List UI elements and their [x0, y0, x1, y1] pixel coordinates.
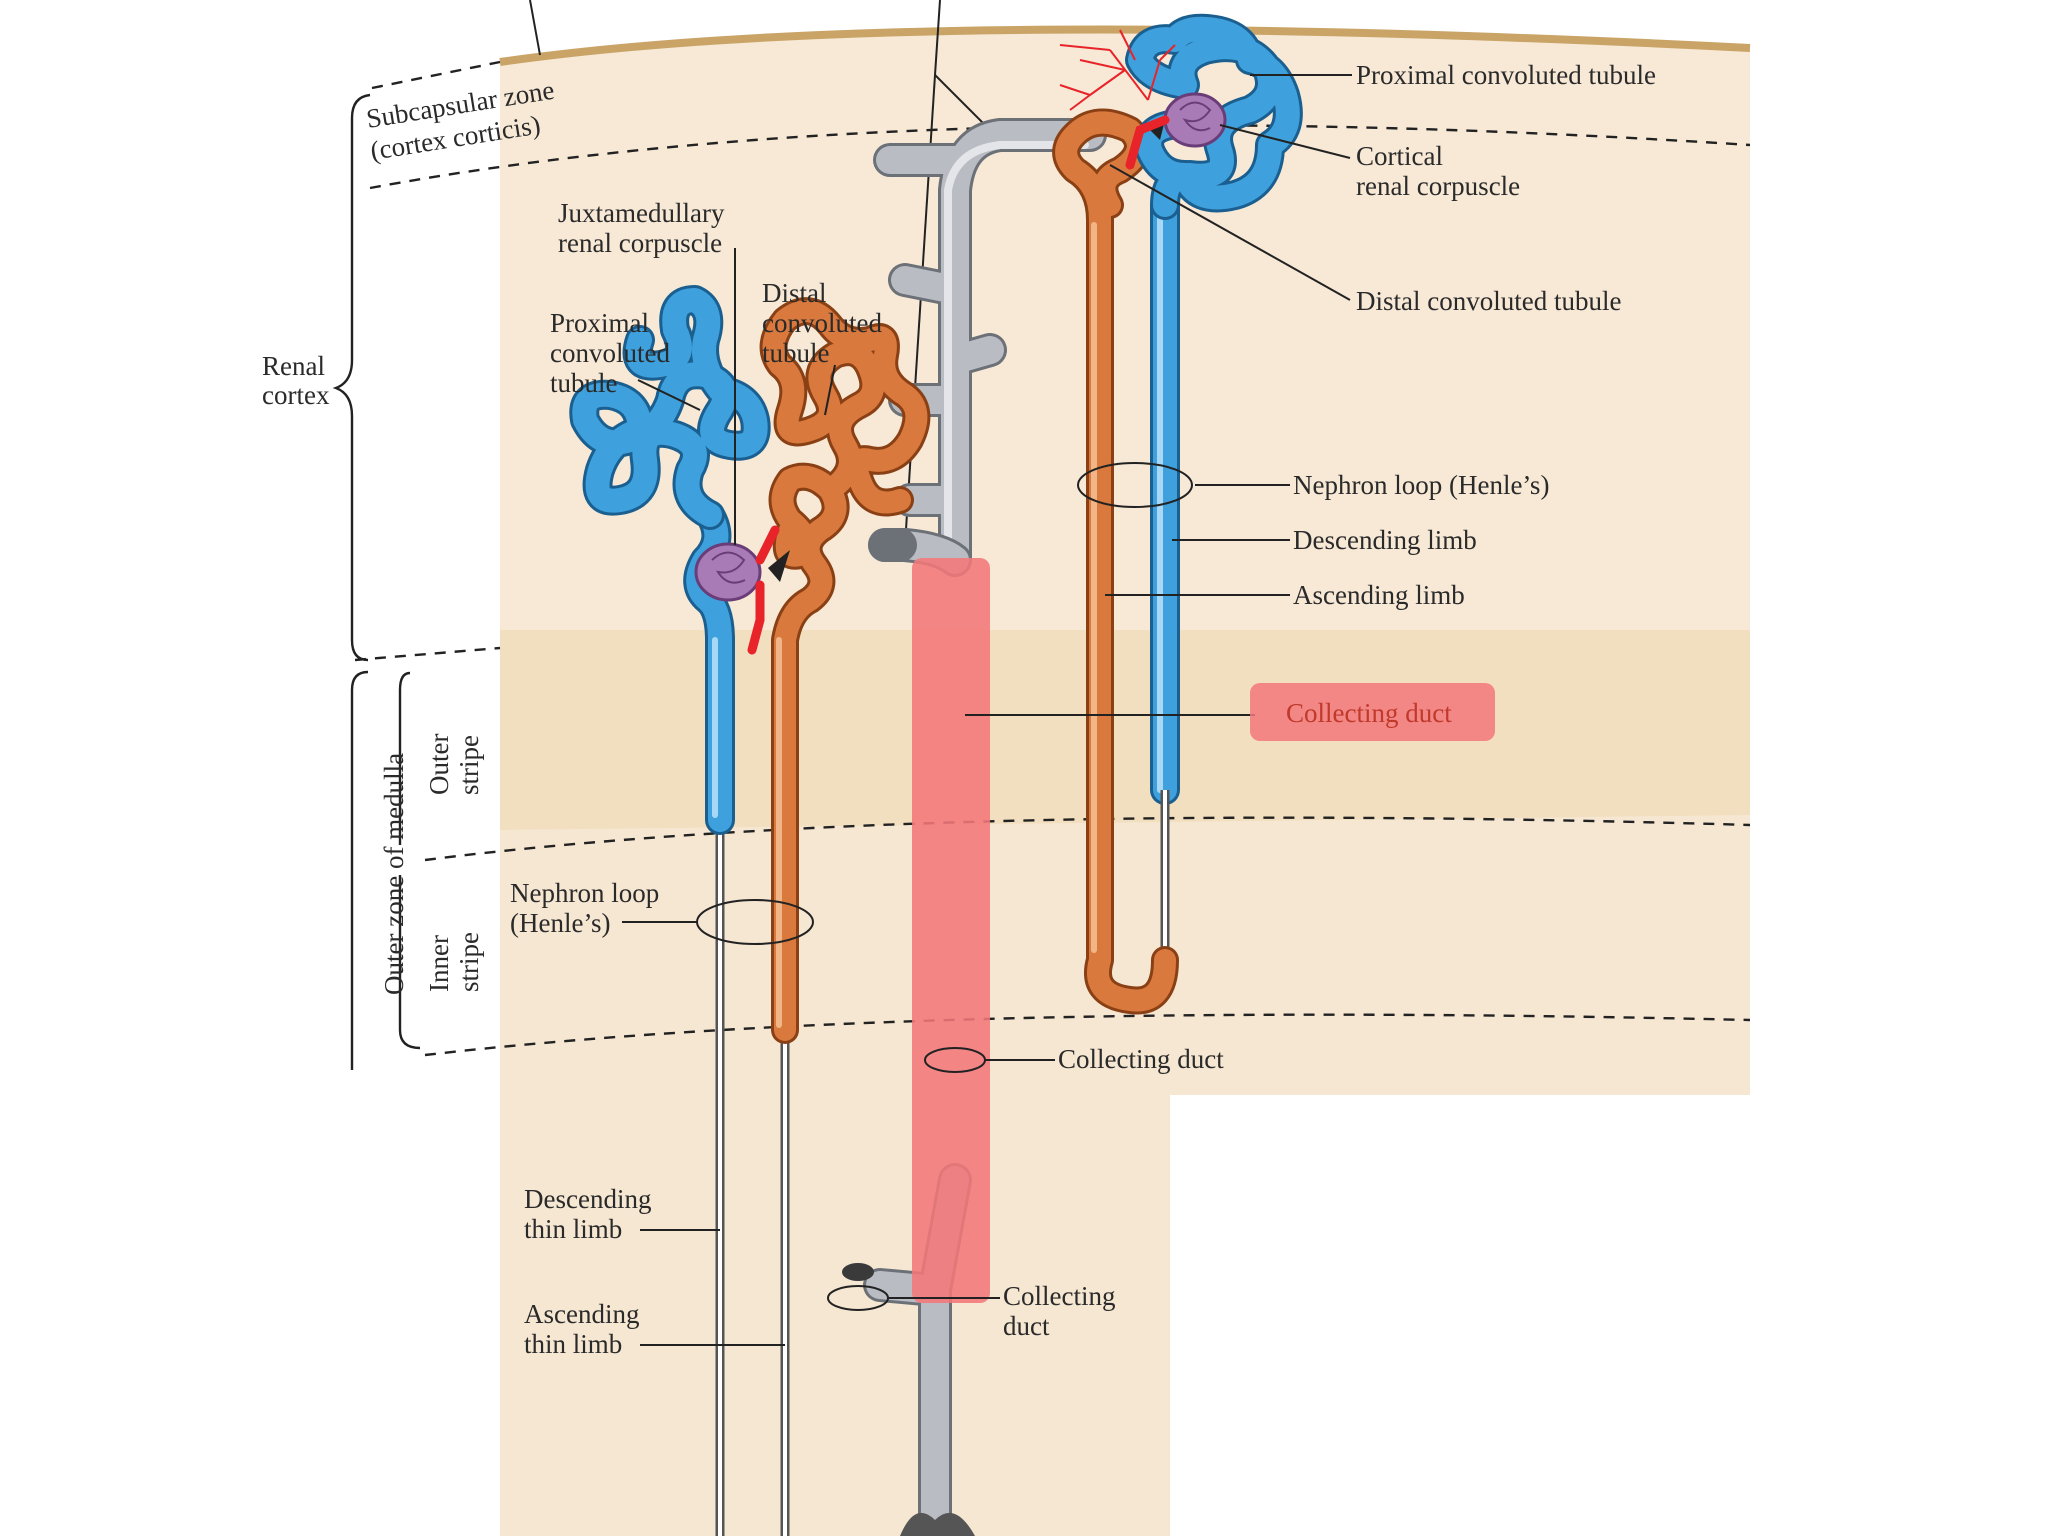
label-descending-limb: Descending limb [1293, 525, 1477, 555]
label-collecting-duct-highlighted: Collecting duct [1286, 698, 1452, 728]
boundary-capsule-left [371, 60, 501, 90]
label-renal-cortex-1: Renal [262, 351, 325, 381]
leader-dct-top [1109, 164, 1351, 301]
boundary-cortex-medulla [354, 646, 501, 662]
label-proximal-3: tubule [550, 368, 618, 398]
label-juxta-2: renal corpuscle [558, 228, 722, 258]
boundary-inner-stripe [424, 1013, 1751, 1057]
boundary-outer-inner-stripe [424, 816, 1751, 862]
label-collecting-duct-low-2: duct [1003, 1311, 1050, 1341]
cortical-nephron [1052, 13, 1303, 1015]
label-renal-cortex-2: cortex [262, 380, 330, 410]
label-collecting-duct-low-1: Collecting [1003, 1281, 1115, 1311]
label-asc-thin-2: thin limb [524, 1329, 622, 1359]
label-outer-stripe-1: Outer [424, 734, 454, 795]
loop-right-ring [1077, 462, 1193, 508]
outer-stripe-brace [398, 671, 411, 845]
label-proximal-2: convoluted [550, 338, 670, 368]
collecting-duct-highlight [912, 558, 990, 1303]
label-desc-thin-1: Descending [524, 1184, 651, 1214]
label-cortical-corpuscle-1: Cortical [1356, 141, 1443, 171]
label-cortical-corpuscle-2: renal corpuscle [1356, 171, 1520, 201]
label-outer-stripe-2: stripe [454, 735, 484, 795]
label-proximal-1: Proximal [550, 308, 649, 338]
label-outer-zone: Outer zone of medulla [379, 753, 409, 995]
leader-distal-left [824, 364, 836, 416]
renal-capsule [499, 25, 1751, 66]
label-distal-1: Distal [762, 278, 827, 308]
label-dct-top: Distal convoluted tubule [1356, 286, 1621, 316]
leader-cortical-corpuscle [1219, 124, 1351, 159]
juxtamedullary-nephron [569, 285, 931, 1536]
label-distal-3: tubule [762, 338, 830, 368]
label-desc-thin-2: thin limb [524, 1214, 622, 1244]
label-asc-thin-1: Ascending [524, 1299, 639, 1329]
outer-stripe-region [500, 630, 1750, 830]
label-ascending-limb: Ascending limb [1293, 580, 1465, 610]
label-juxta-1: Juxtamedullary [558, 198, 725, 228]
label-inner-stripe-1: Inner [424, 935, 454, 992]
boundary-subcapsular [369, 124, 1751, 190]
collecting-duct-label-highlight [1250, 683, 1495, 741]
renal-cortex-brace [332, 93, 371, 662]
renal-cortex-region [500, 29, 1750, 660]
label-loop-left-1: Nephron loop [510, 878, 659, 908]
medulla-outer-zone-brace [350, 670, 369, 1070]
label-distal-2: convoluted [762, 308, 882, 338]
top-leader-1 [529, 0, 541, 56]
inner-medulla-region [500, 1095, 1170, 1536]
inner-stripe-brace [398, 875, 421, 1050]
label-loop-right: Nephron loop (Henle’s) [1293, 470, 1549, 500]
label-loop-left-2: (Henle’s) [510, 908, 610, 938]
label-collecting-duct-mid: Collecting duct [1058, 1044, 1224, 1074]
label-pct-top: Proximal convoluted tubule [1356, 60, 1656, 90]
label-inner-stripe-2: stripe [454, 932, 484, 992]
collecting-duct-cut-end [842, 1263, 874, 1281]
leader-proximal-left [637, 379, 701, 411]
